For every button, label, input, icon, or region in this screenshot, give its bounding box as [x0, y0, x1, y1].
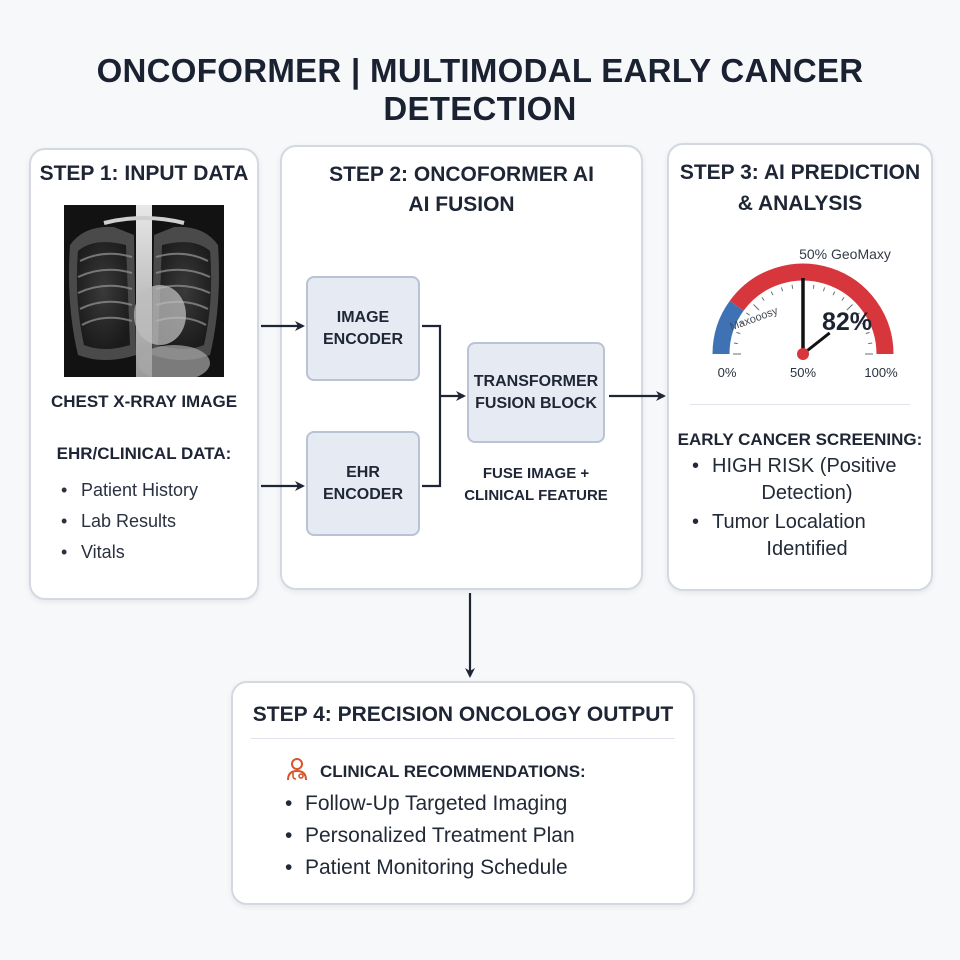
fusion-block-label: TRANSFORMER FUSION BLOCK [473, 372, 599, 412]
chest-xray-image [64, 205, 224, 377]
xray-caption: CHEST X-RRAY IMAGE [50, 392, 238, 411]
finding-list: • HIGH RISK (Positive Detection) • Tumor… [690, 453, 920, 563]
step4-title: STEP 4: PRECISION ONCOLOGY OUTPUT [252, 703, 674, 726]
divider [690, 404, 910, 405]
ehr-heading: EHR/CLINICAL DATA: [56, 444, 232, 463]
clinician-icon [287, 758, 307, 781]
list-item: Personalized Treatment Plan [285, 820, 575, 852]
image-encoder-label: IMAGE ENCODER [322, 308, 403, 348]
fusion-caption-line1: FUSE IMAGE + [482, 465, 590, 482]
finding2-line1: Tumor Localation [712, 511, 866, 533]
image-encoder-block: IMAGE ENCODER [306, 276, 420, 381]
step1-title: STEP 1: INPUT DATA [39, 162, 249, 185]
transformer-fusion-block: TRANSFORMER FUSION BLOCK [467, 342, 605, 443]
divider [251, 738, 675, 739]
ehr-encoder-label: EHR ENCODER [322, 463, 403, 503]
fusion-caption-line2: CLINICAL FEATURE [464, 487, 608, 504]
step2-title-line1: STEP 2: ONCOFORMER AI [329, 163, 594, 186]
page-title: ONCOFORMER | MULTIMODAL EARLY CANCER DET… [96, 52, 864, 127]
list-item: • HIGH RISK (Positive [692, 455, 897, 477]
step3-card: STEP 3: AI PREDICTION & ANALYSIS [667, 143, 933, 591]
list-item: Follow-Up Targeted Imaging [285, 788, 575, 820]
list-item: • Tumor Localation [692, 511, 866, 533]
finding2-line2: Identified [766, 538, 848, 560]
finding1-line1: HIGH RISK (Positive [712, 455, 897, 477]
rec-items: Follow-Up Targeted Imaging Personalized … [285, 788, 575, 884]
step3-title-line2: & ANALYSIS [737, 192, 863, 215]
list-item: Patient History [61, 475, 198, 506]
ehr-items: Patient History Lab Results Vitals [61, 475, 198, 568]
step2-title-line2: AI FUSION [408, 193, 515, 216]
list-item: Patient Monitoring Schedule [285, 852, 575, 884]
screening-heading: EARLY CANCER SCREENING: [677, 430, 923, 449]
list-item: Lab Results [61, 506, 198, 537]
ehr-encoder-block: EHR ENCODER [306, 431, 420, 536]
rec-heading: CLINICAL RECOMMENDATIONS: [320, 762, 586, 781]
step3-title-line1: STEP 3: AI PREDICTION [679, 161, 921, 184]
list-item: Vitals [61, 537, 198, 568]
finding1-line2: Detection) [761, 482, 853, 504]
